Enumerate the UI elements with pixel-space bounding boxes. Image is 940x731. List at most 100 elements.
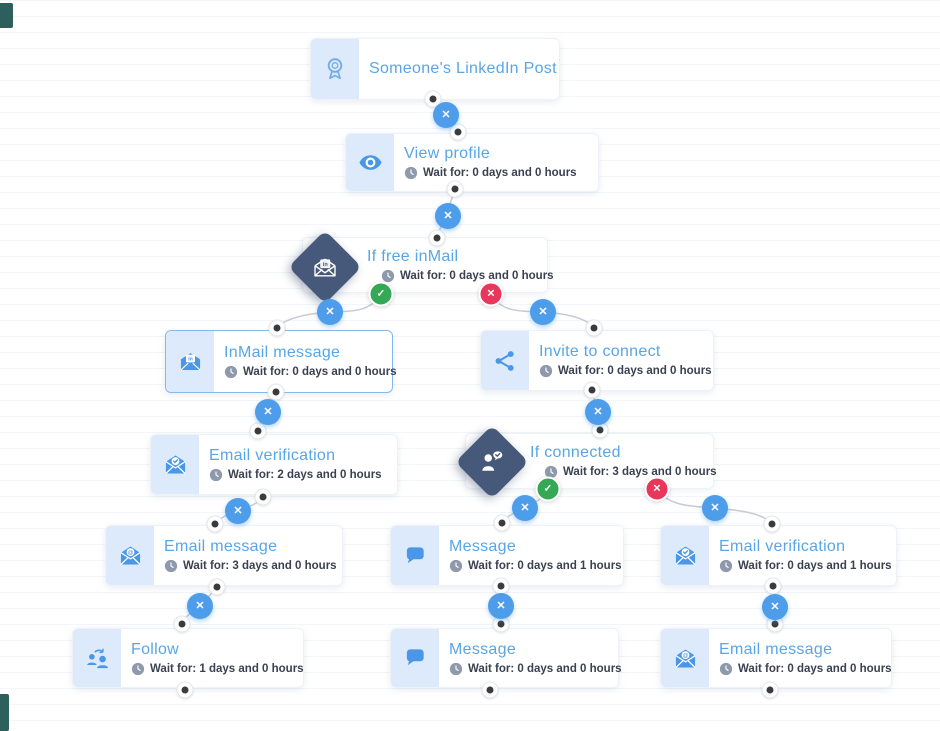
- remove-connection-button[interactable]: ✕: [433, 102, 459, 128]
- clock-icon: [449, 559, 463, 573]
- remove-connection-button[interactable]: ✕: [225, 498, 251, 524]
- remove-connection-button[interactable]: ✕: [435, 203, 461, 229]
- node-email-verification-b[interactable]: Email verification Wait for: 0 days and …: [660, 525, 897, 586]
- connection-dot[interactable]: [481, 681, 499, 699]
- clock-icon: [381, 269, 395, 283]
- connection-dot[interactable]: [173, 615, 191, 633]
- node-title: View profile: [404, 145, 491, 162]
- node-wait: Wait for: 0 days and 0 hours: [539, 364, 712, 378]
- node-message-b[interactable]: Message Wait for: 0 days and 0 hours: [390, 628, 622, 688]
- remove-connection-button[interactable]: ✕: [702, 495, 728, 521]
- branch-yes-badge: ✓: [368, 281, 394, 307]
- node-wait: Wait for: 0 days and 0 hours: [224, 365, 397, 379]
- envelope-at-icon: @: [106, 526, 154, 585]
- envelope-check-icon: [661, 526, 709, 585]
- wait-text: Wait for: 3 days and 0 hours: [183, 560, 337, 572]
- clock-icon: [544, 465, 558, 479]
- share-icon: [481, 331, 529, 390]
- node-follow[interactable]: Follow Wait for: 1 days and 0 hours: [72, 628, 304, 688]
- node-linkedin-post[interactable]: Someone's LinkedIn Post: [310, 38, 560, 100]
- node-email-message-a[interactable]: @ Email message Wait for: 3 days and 0 h…: [105, 525, 343, 586]
- node-wait: Wait for: 0 days and 0 hours: [381, 269, 554, 283]
- envelope-at-icon: @: [661, 629, 709, 687]
- connection-dot[interactable]: [763, 515, 781, 533]
- remove-connection-button[interactable]: ✕: [530, 299, 556, 325]
- envelope-check-icon: [151, 435, 199, 494]
- node-title: Message: [449, 538, 517, 555]
- node-title: Email message: [164, 538, 278, 555]
- chat-bubble-icon: [391, 526, 439, 585]
- node-title: Someone's LinkedIn Post: [369, 60, 557, 77]
- remove-connection-button[interactable]: ✕: [255, 399, 281, 425]
- wait-text: Wait for: 2 days and 0 hours: [228, 469, 382, 481]
- remove-connection-button[interactable]: ✕: [488, 593, 514, 619]
- remove-connection-button[interactable]: ✕: [187, 593, 213, 619]
- wait-text: Wait for: 0 days and 1 hours: [468, 560, 622, 572]
- node-wait: Wait for: 0 days and 1 hours: [449, 559, 622, 573]
- node-title: InMail message: [224, 344, 341, 361]
- clock-icon: [539, 364, 553, 378]
- clock-icon: [449, 662, 463, 676]
- node-email-verification-a[interactable]: Email verification Wait for: 2 days and …: [150, 434, 398, 495]
- connection-dot[interactable]: [206, 515, 224, 533]
- connection-dot[interactable]: [446, 180, 464, 198]
- connection-dot[interactable]: [428, 229, 446, 247]
- wait-text: Wait for: 3 days and 0 hours: [563, 465, 717, 478]
- connection-dot[interactable]: [764, 577, 782, 595]
- branch-no-badge: ✕: [478, 281, 504, 307]
- connection-dot[interactable]: [583, 381, 601, 399]
- inmail-envelope-icon: in: [166, 331, 214, 392]
- connection-dot[interactable]: [585, 319, 603, 337]
- follow-users-icon: [73, 629, 121, 687]
- connection-dot[interactable]: [208, 578, 226, 596]
- connection-dot[interactable]: [492, 577, 510, 595]
- clock-icon: [404, 166, 418, 180]
- node-title: Invite to connect: [539, 343, 661, 360]
- screen-edge-mark: [0, 3, 13, 28]
- node-title: Email message: [719, 640, 833, 658]
- branch-yes-badge: ✓: [535, 476, 561, 502]
- node-title: If connected: [530, 443, 621, 461]
- node-inmail-message[interactable]: in InMail message Wait for: 0 days and 0…: [165, 330, 397, 393]
- remove-connection-button[interactable]: ✕: [585, 399, 611, 425]
- wait-text: Wait for: 0 days and 0 hours: [738, 662, 892, 675]
- node-wait: Wait for: 3 days and 0 hours: [544, 465, 717, 479]
- connection-dot[interactable]: [176, 681, 194, 699]
- connection-dot[interactable]: [761, 681, 779, 699]
- node-title: If free inMail: [367, 247, 459, 265]
- connection-dot[interactable]: [267, 383, 285, 401]
- node-wait: Wait for: 0 days and 0 hours: [404, 166, 588, 180]
- remove-connection-button[interactable]: ✕: [512, 495, 538, 521]
- node-wait: Wait for: 2 days and 0 hours: [209, 468, 387, 482]
- clock-icon: [719, 662, 733, 676]
- clock-icon: [164, 559, 178, 573]
- svg-text:@: @: [127, 550, 133, 556]
- award-medal-icon: [311, 39, 359, 99]
- person-check-icon: [455, 425, 529, 499]
- remove-connection-button[interactable]: ✕: [317, 299, 343, 325]
- connection-dot[interactable]: [268, 319, 286, 337]
- node-wait: Wait for: 1 days and 0 hours: [131, 662, 304, 676]
- wait-text: Wait for: 1 days and 0 hours: [150, 662, 304, 675]
- node-wait: Wait for: 3 days and 0 hours: [164, 559, 337, 573]
- node-email-message-b[interactable]: @ Email message Wait for: 0 days and 0 h…: [660, 628, 892, 688]
- inmail-envelope-icon: in: [288, 230, 362, 304]
- wait-text: Wait for: 0 days and 0 hours: [400, 269, 554, 282]
- node-message-a[interactable]: Message Wait for: 0 days and 1 hours: [390, 525, 624, 586]
- eye-icon: [346, 134, 394, 191]
- connection-dot[interactable]: [254, 488, 272, 506]
- clock-icon: [209, 468, 223, 482]
- wait-text: Wait for: 0 days and 1 hours: [738, 560, 892, 572]
- connection-dot[interactable]: [493, 514, 511, 532]
- remove-connection-button[interactable]: ✕: [762, 594, 788, 620]
- chat-bubble-icon: [391, 629, 439, 687]
- node-invite-to-connect[interactable]: Invite to connect Wait for: 0 days and 0…: [480, 330, 714, 391]
- wait-text: Wait for: 0 days and 0 hours: [243, 366, 397, 378]
- connection-dot[interactable]: [249, 422, 267, 440]
- node-title: Message: [449, 640, 517, 658]
- node-view-profile[interactable]: View profile Wait for: 0 days and 0 hour…: [345, 133, 599, 192]
- svg-text:in: in: [323, 262, 329, 268]
- svg-text:in: in: [188, 357, 193, 363]
